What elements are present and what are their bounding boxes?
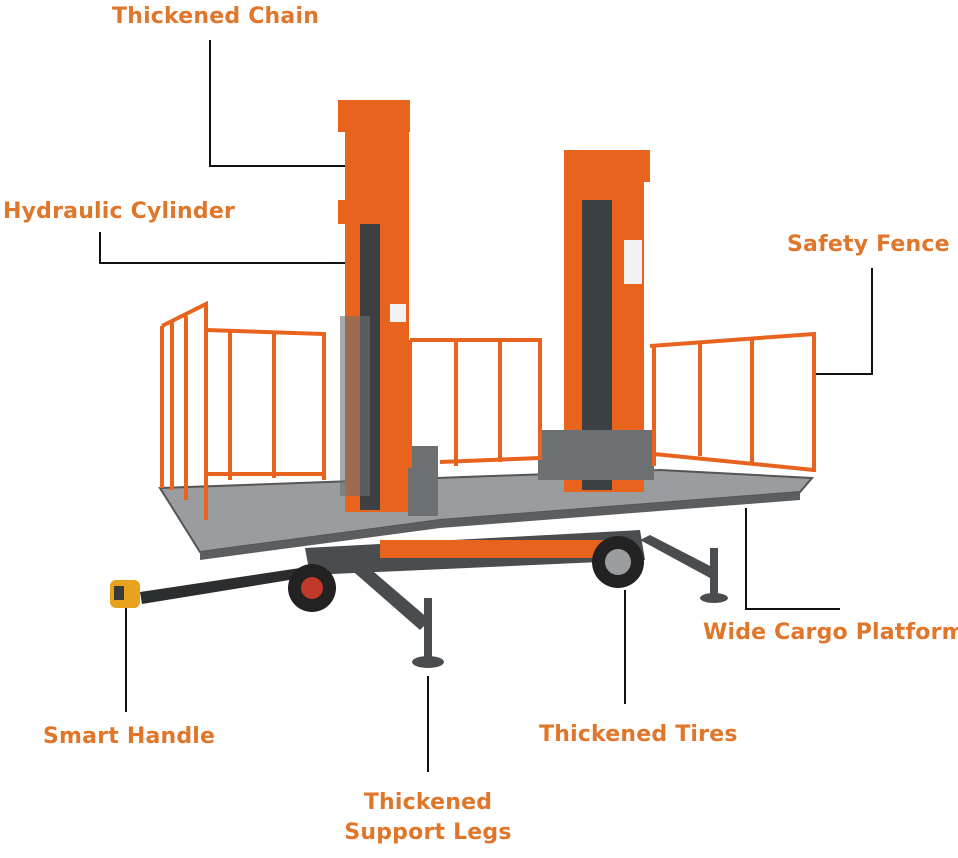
leader-lines <box>99 40 873 772</box>
wheels <box>288 536 644 612</box>
label-wide-cargo-platform: Wide Cargo Platform <box>703 620 958 645</box>
leader-wide-cargo-platform <box>745 508 840 610</box>
right-mast <box>538 150 654 492</box>
left-mast <box>338 100 438 516</box>
leader-hydraulic-cylinder <box>99 232 368 264</box>
cargo-platform <box>158 468 815 560</box>
base-frame <box>140 530 728 668</box>
label-support-legs-line2: Support Legs <box>344 820 512 845</box>
safety-fences <box>160 300 816 520</box>
label-thickened-chain: Thickened Chain <box>112 4 320 29</box>
smart-handle <box>110 580 140 608</box>
label-thickened-tires: Thickened Tires <box>539 722 738 747</box>
label-thickened-support-legs: Thickened Support Legs <box>340 790 516 846</box>
label-support-legs-line1: Thickened <box>363 790 493 815</box>
label-safety-fence: Safety Fence <box>787 232 950 257</box>
label-smart-handle: Smart Handle <box>43 724 216 749</box>
leader-safety-fence <box>816 268 873 375</box>
leader-thickened-chain <box>209 40 362 167</box>
label-hydraulic-cylinder: Hydraulic Cylinder <box>3 199 235 224</box>
